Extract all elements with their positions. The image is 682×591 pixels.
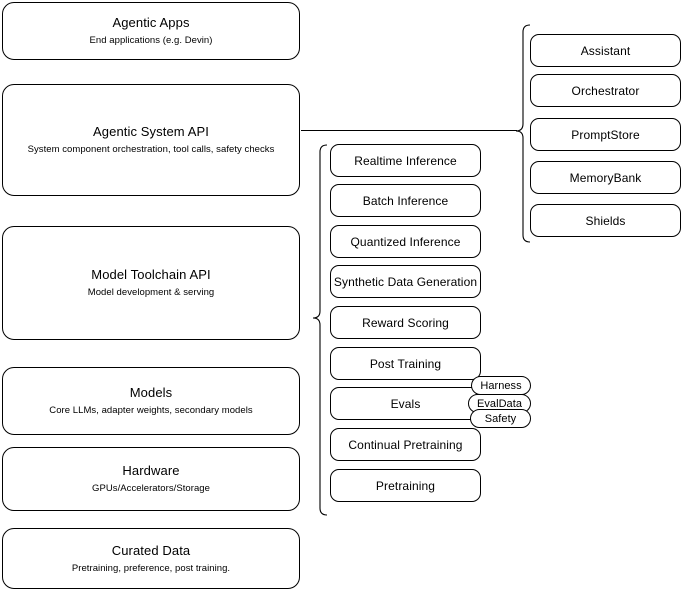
layer-curated-data[interactable]: Curated Data Pretraining, preference, po… bbox=[2, 528, 300, 589]
layer-title: Models bbox=[129, 385, 173, 400]
pill-label: Quantized Inference bbox=[350, 234, 461, 249]
layer-subtitle: GPUs/Accelerators/Storage bbox=[92, 483, 210, 494]
pill-batch-inference[interactable]: Batch Inference bbox=[330, 184, 481, 217]
layer-agentic-apps[interactable]: Agentic Apps End applications (e.g. Devi… bbox=[2, 2, 300, 60]
chip-harness[interactable]: Harness bbox=[471, 376, 531, 395]
layer-subtitle: System component orchestration, tool cal… bbox=[27, 144, 275, 155]
pill-quantized-inference[interactable]: Quantized Inference bbox=[330, 225, 481, 258]
chip-safety[interactable]: Safety bbox=[470, 409, 531, 428]
pill-promptstore[interactable]: PromptStore bbox=[530, 118, 681, 151]
pill-label: Continual Pretraining bbox=[348, 437, 463, 452]
layer-agentic-system-api[interactable]: Agentic System API System component orch… bbox=[2, 84, 300, 196]
pill-label: Evals bbox=[390, 396, 421, 411]
layer-subtitle: Model development & serving bbox=[87, 287, 215, 298]
pill-synthetic-data-generation[interactable]: Synthetic Data Generation bbox=[330, 265, 481, 298]
pill-label: Reward Scoring bbox=[362, 315, 449, 330]
pill-memorybank[interactable]: MemoryBank bbox=[530, 161, 681, 194]
layer-title: Agentic Apps bbox=[112, 15, 190, 30]
pill-realtime-inference[interactable]: Realtime Inference bbox=[330, 144, 481, 177]
pill-label: PromptStore bbox=[571, 127, 640, 142]
chip-label: Harness bbox=[480, 379, 522, 392]
pill-label: Batch Inference bbox=[362, 193, 449, 208]
pill-label: Realtime Inference bbox=[354, 153, 457, 168]
layer-title: Hardware bbox=[122, 463, 180, 478]
layer-model-toolchain-api[interactable]: Model Toolchain API Model development & … bbox=[2, 226, 300, 340]
pill-label: Post Training bbox=[369, 356, 442, 371]
layer-models[interactable]: Models Core LLMs, adapter weights, secon… bbox=[2, 367, 300, 435]
layer-title: Curated Data bbox=[111, 542, 191, 558]
layer-subtitle: Core LLMs, adapter weights, secondary mo… bbox=[49, 405, 253, 416]
chip-evaldata[interactable]: EvalData bbox=[468, 394, 531, 413]
layer-title: Model Toolchain API bbox=[91, 267, 211, 282]
pill-label: Assistant bbox=[580, 43, 631, 58]
connector-agentic-system-api-line bbox=[301, 130, 517, 131]
chip-label: EvalData bbox=[476, 397, 523, 410]
pill-label: Synthetic Data Generation bbox=[333, 274, 478, 289]
chip-label: Safety bbox=[484, 412, 517, 425]
layer-subtitle: Pretraining, preference, post training. bbox=[71, 562, 231, 574]
layer-subtitle: End applications (e.g. Devin) bbox=[89, 35, 213, 46]
pill-label: Pretraining bbox=[375, 478, 436, 493]
pill-post-training[interactable]: Post Training bbox=[330, 347, 481, 380]
pill-reward-scoring[interactable]: Reward Scoring bbox=[330, 306, 481, 339]
layer-hardware[interactable]: Hardware GPUs/Accelerators/Storage bbox=[2, 447, 300, 511]
pill-orchestrator[interactable]: Orchestrator bbox=[530, 74, 681, 107]
pill-evals[interactable]: Evals bbox=[330, 387, 481, 420]
pill-label: Shields bbox=[585, 213, 626, 228]
pill-pretraining[interactable]: Pretraining bbox=[330, 469, 481, 502]
pill-shields[interactable]: Shields bbox=[530, 204, 681, 237]
connector-left-brace bbox=[303, 140, 329, 522]
pill-label: Orchestrator bbox=[571, 83, 640, 98]
pill-assistant[interactable]: Assistant bbox=[530, 34, 681, 67]
pill-label: MemoryBank bbox=[569, 170, 642, 185]
pill-continual-pretraining[interactable]: Continual Pretraining bbox=[330, 428, 481, 461]
layer-title: Agentic System API bbox=[93, 124, 209, 139]
